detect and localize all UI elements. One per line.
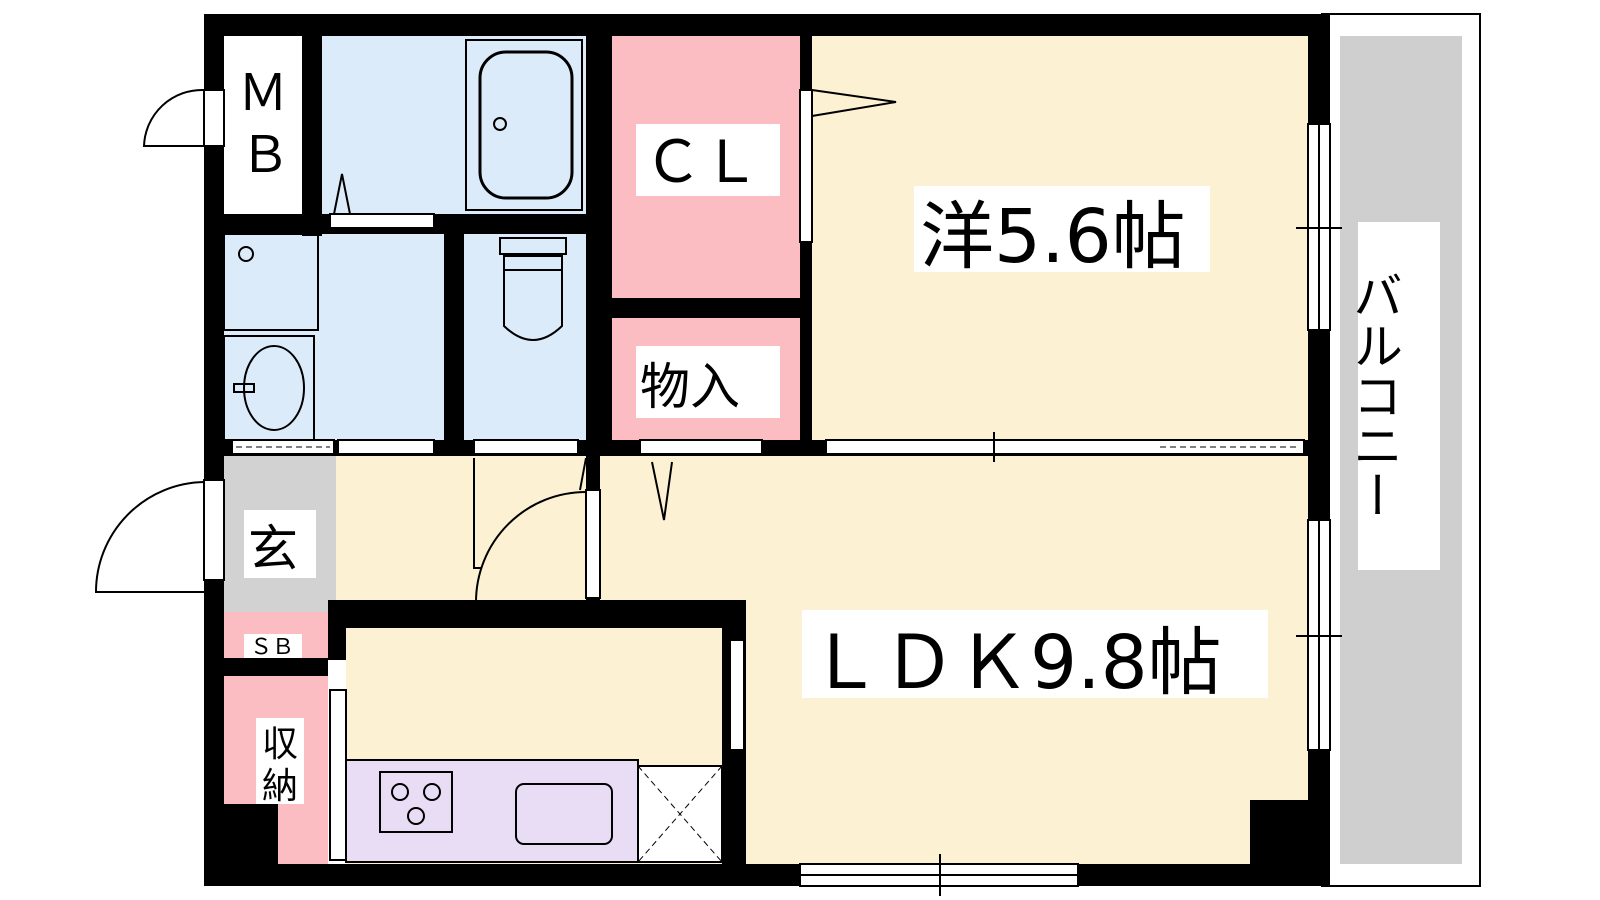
storage-label: 物入 <box>640 358 740 416</box>
meter-box-label-bottom: Ｂ <box>240 126 290 184</box>
ldk-room-label: ＬＤＫ9.8帖 <box>808 620 1222 706</box>
door-swings <box>94 88 897 603</box>
kitchen-counter <box>345 759 723 863</box>
western-room-label: 洋5.6帖 <box>920 194 1186 280</box>
toilet-room <box>464 234 588 440</box>
closet-label: ＣＬ <box>644 128 760 196</box>
toilet-icon <box>499 237 567 341</box>
small-storage-label-bottom: 納 <box>262 766 298 807</box>
shoe-box-label: ＳＢ <box>250 635 294 660</box>
meter-box <box>224 36 302 212</box>
stove-icon <box>379 771 453 833</box>
meter-box-label-top: Ｍ <box>238 64 288 122</box>
sink-icon <box>515 783 613 845</box>
bathroom <box>322 36 586 214</box>
small-storage-label-top: 収 <box>262 724 298 765</box>
windows <box>203 89 1342 896</box>
room-labels: 洋5.6帖 ＬＤＫ9.8帖 ＣＬ 物入 Ｍ Ｂ 玄 ＳＢ 収 納 バルコニー <box>238 64 1403 807</box>
balcony-label: バルコニー <box>1345 270 1403 520</box>
entrance-label: 玄 <box>248 520 298 578</box>
balcony <box>1321 13 1481 887</box>
hallway <box>336 456 600 612</box>
bathtub-icon <box>465 39 583 211</box>
